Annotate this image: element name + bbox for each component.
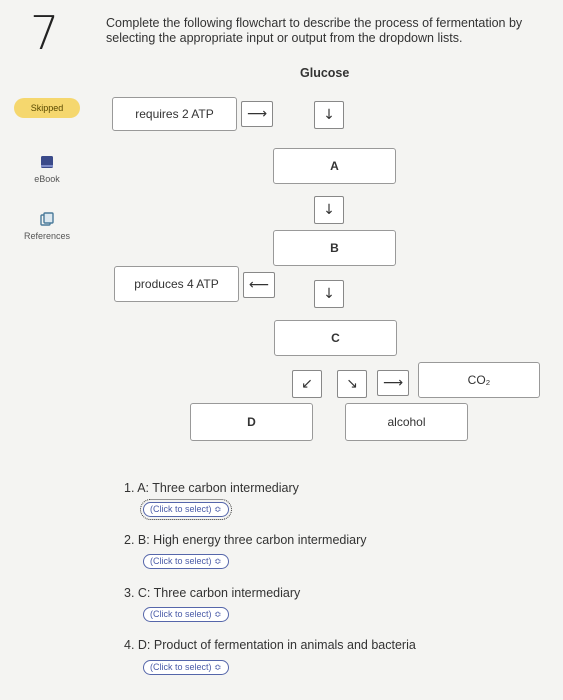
question-c: 3. C: Three carbon intermediary <box>124 586 301 600</box>
co2-box: CO₂ <box>418 362 540 398</box>
select-c-label: (Click to select) ≎ <box>143 607 229 622</box>
alcohol-box: alcohol <box>345 403 468 441</box>
requires-atp-box: requires 2 ATP <box>112 97 237 131</box>
glucose-label: Glucose <box>300 66 350 80</box>
select-b[interactable]: (Click to select) ≎ <box>143 551 229 569</box>
ebook-label: eBook <box>34 174 60 184</box>
instructions: Complete the following flowchart to desc… <box>106 16 523 45</box>
question-d: 4. D: Product of fermentation in animals… <box>124 638 416 652</box>
arrow-right-to-co2: ⟶ <box>377 370 409 396</box>
select-a[interactable]: (Click to select) ≎ <box>140 499 232 520</box>
arrow-down-b-to-c: ↓ <box>314 280 344 308</box>
box-a: A <box>273 148 396 184</box>
arrow-down-right-c-to-alcohol: ↘ <box>337 370 367 398</box>
select-b-label: (Click to select) ≎ <box>143 554 229 569</box>
question-number: 7 <box>30 6 60 60</box>
arrow-down-left-c-to-d: ↙ <box>292 370 322 398</box>
produces-atp-box: produces 4 ATP <box>114 266 239 302</box>
arrow-down-a-to-b: ↓ <box>314 196 344 224</box>
references-icon <box>40 212 54 226</box>
select-d[interactable]: (Click to select) ≎ <box>143 657 229 675</box>
arrow-down-glucose-to-a: ↓ <box>314 101 344 129</box>
box-d: D <box>190 403 313 441</box>
select-d-label: (Click to select) ≎ <box>143 660 229 675</box>
box-b: B <box>273 230 396 266</box>
question-b: 2. B: High energy three carbon intermedi… <box>124 533 367 547</box>
box-c: C <box>274 320 397 356</box>
references-label: References <box>23 231 71 241</box>
select-a-label: (Click to select) ≎ <box>140 499 232 520</box>
ebook-button[interactable]: eBook <box>12 155 82 184</box>
select-c[interactable]: (Click to select) ≎ <box>143 604 229 622</box>
arrow-right-to-glucose: ⟶ <box>241 101 273 127</box>
arrow-left-to-produces: ⟵ <box>243 272 275 298</box>
status-badge: Skipped <box>14 98 80 118</box>
references-button[interactable]: References <box>12 212 82 241</box>
ebook-icon <box>41 156 53 168</box>
question-a: 1. A: Three carbon intermediary <box>124 481 299 495</box>
